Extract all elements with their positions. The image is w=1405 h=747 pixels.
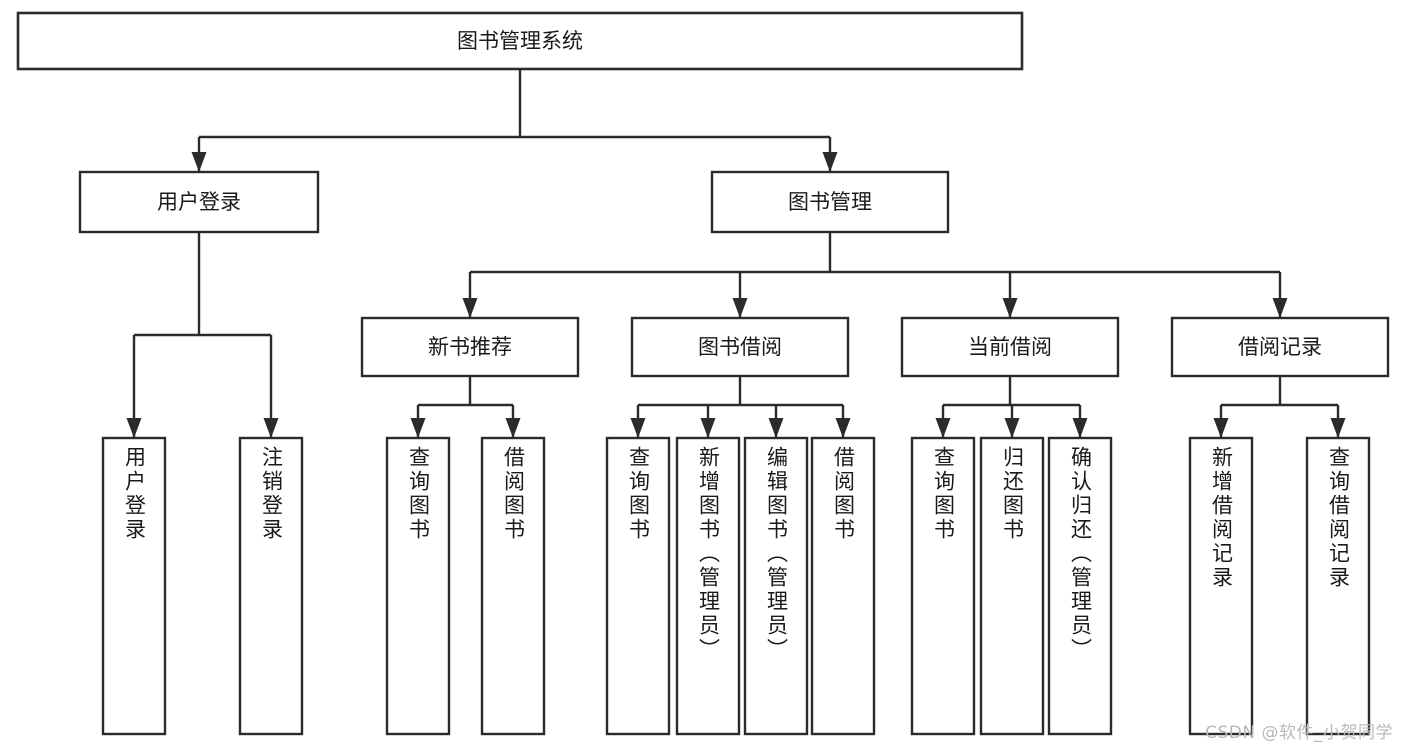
node-label-book-manage: 图书管理: [788, 190, 872, 214]
node-label-root-system: 图书管理系统: [457, 29, 583, 53]
connector-arrow-icon: [462, 298, 478, 318]
connector-arrow-icon: [1004, 418, 1020, 438]
node-label-new-book-recommend: 新书推荐: [428, 335, 512, 359]
csdn-watermark: CSDN @软件_小贺同学: [1205, 723, 1393, 743]
node-box-leaf-confirm-return[interactable]: [1047, 436, 1113, 736]
connector-arrow-icon: [1213, 418, 1229, 438]
node-label-user-login: 用户登录: [157, 190, 241, 214]
node-box-leaf-add-record[interactable]: [1188, 436, 1254, 736]
node-box-leaf-query-book-1[interactable]: [385, 436, 451, 736]
node-box-book-borrow[interactable]: [630, 316, 850, 378]
node-box-leaf-borrow-book-1[interactable]: [480, 436, 546, 736]
connector-arrow-icon: [630, 418, 646, 438]
node-label-book-borrow: 图书借阅: [698, 335, 782, 359]
node-box-leaf-edit-book[interactable]: [743, 436, 809, 736]
connector-arrow-icon: [263, 418, 279, 438]
node-box-leaf-return-book[interactable]: [979, 436, 1045, 736]
node-box-leaf-query-book-2[interactable]: [605, 436, 671, 736]
node-box-leaf-query-book-3[interactable]: [910, 436, 976, 736]
node-box-new-book-recommend[interactable]: [360, 316, 580, 378]
connector-arrow-icon: [935, 418, 951, 438]
connector-arrow-icon: [126, 418, 142, 438]
node-box-leaf-borrow-book-2[interactable]: [810, 436, 876, 736]
connector-arrow-icon: [505, 418, 521, 438]
node-box-borrow-record[interactable]: [1170, 316, 1390, 378]
connector-arrow-icon: [191, 152, 207, 172]
node-box-book-manage[interactable]: [710, 170, 950, 234]
connector-arrow-icon: [1072, 418, 1088, 438]
connector-arrow-icon: [700, 418, 716, 438]
node-label-borrow-record: 借阅记录: [1238, 335, 1322, 359]
connector-arrow-icon: [822, 152, 838, 172]
node-box-leaf-user-login[interactable]: [101, 436, 167, 736]
connector-arrow-icon: [768, 418, 784, 438]
connector-arrow-icon: [835, 418, 851, 438]
connector-arrow-icon: [410, 418, 426, 438]
node-box-current-borrow[interactable]: [900, 316, 1120, 378]
node-label-current-borrow: 当前借阅: [968, 335, 1052, 359]
connector-arrow-icon: [732, 298, 748, 318]
node-box-leaf-query-record[interactable]: [1305, 436, 1371, 736]
connector-arrow-icon: [1002, 298, 1018, 318]
node-box-leaf-logout-login[interactable]: [238, 436, 304, 736]
node-box-user-login[interactable]: [78, 170, 320, 234]
node-box-leaf-add-book[interactable]: [675, 436, 741, 736]
connector-lines-layer: [126, 69, 1346, 438]
connector-arrow-icon: [1272, 298, 1288, 318]
node-box-root-system[interactable]: [16, 11, 1024, 71]
node-boxes-layer: [16, 11, 1390, 736]
connector-arrow-icon: [1330, 418, 1346, 438]
